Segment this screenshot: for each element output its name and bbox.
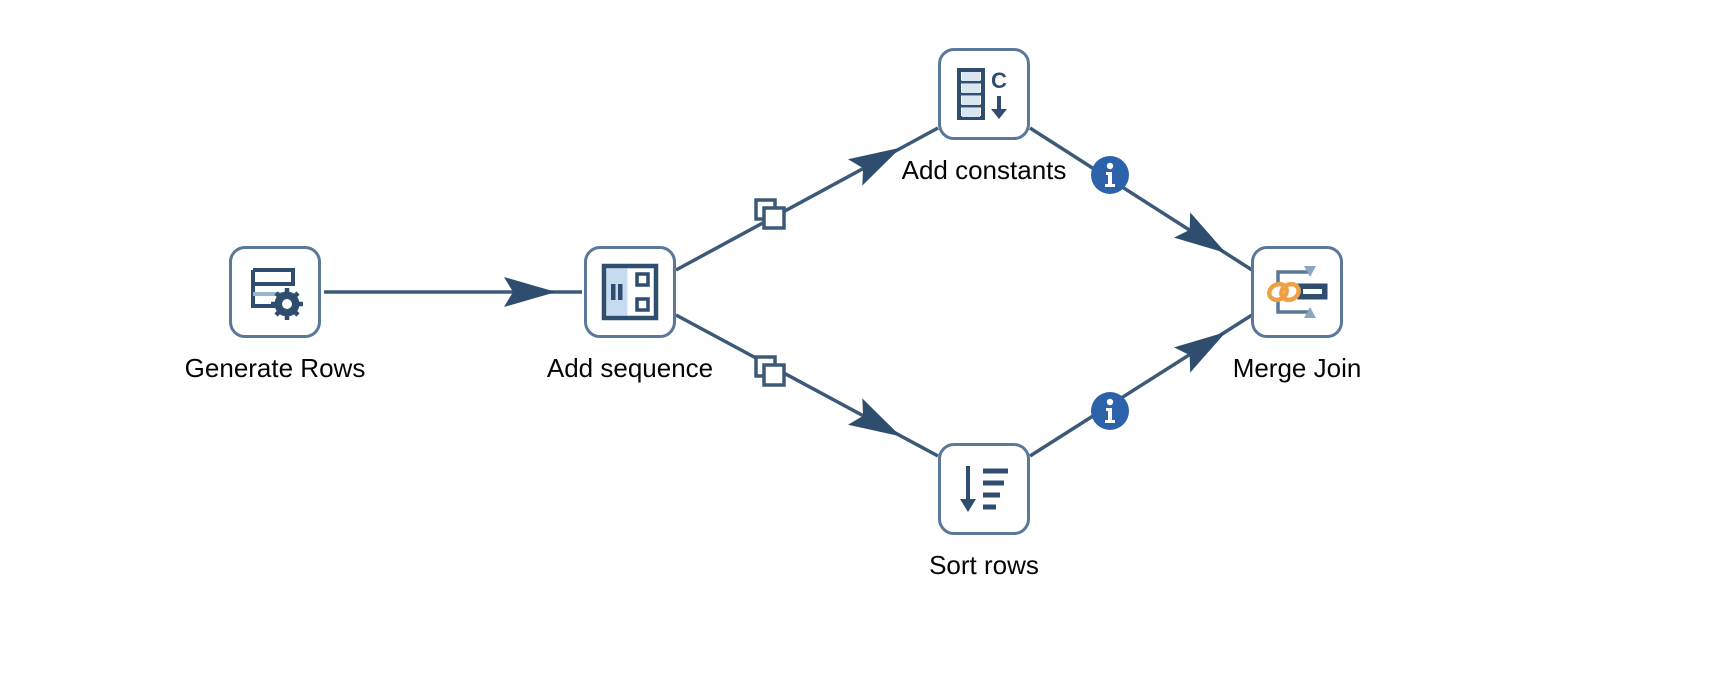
arrowhead [847, 398, 901, 437]
node-sort-rows[interactable] [938, 443, 1030, 535]
gear-glyph [271, 288, 303, 320]
hop-badge-info-upper[interactable] [1090, 155, 1130, 195]
constant-letter-c: C [991, 68, 1007, 93]
node-label-add-sequence: Add sequence [546, 353, 714, 383]
hop-badge-copy-upper[interactable] [753, 197, 787, 231]
node-generate-rows[interactable] [229, 246, 321, 338]
arrowhead [1174, 212, 1226, 254]
hop-arrowheads [504, 147, 1226, 437]
node-add-sequence[interactable] [584, 246, 676, 338]
info-icon [1091, 156, 1129, 194]
arrowhead [847, 147, 901, 186]
node-add-constants[interactable]: C [938, 48, 1030, 140]
sort-descending-icon [960, 466, 1008, 512]
link-rings-icon [1267, 281, 1301, 303]
node-label-generate-rows: Generate Rows [184, 353, 366, 383]
node-merge-join[interactable] [1251, 246, 1343, 338]
hop-badge-info-lower[interactable] [1090, 391, 1130, 431]
hop-badge-copy-lower[interactable] [753, 354, 787, 388]
table-gear-icon [251, 268, 303, 320]
arrowhead [1174, 331, 1226, 373]
copy-icon [754, 198, 786, 230]
merge-join-link-icon [1267, 266, 1328, 318]
node-label-sort-rows: Sort rows [929, 550, 1039, 580]
node-label-merge-join: Merge Join [1232, 353, 1362, 383]
copy-icon [754, 355, 786, 387]
node-label-add-constants: Add constants [901, 155, 1067, 185]
arrowhead [504, 277, 556, 307]
constants-column-icon: C [957, 68, 1007, 120]
info-icon [1091, 392, 1129, 430]
sequence-counter-icon [601, 263, 659, 321]
